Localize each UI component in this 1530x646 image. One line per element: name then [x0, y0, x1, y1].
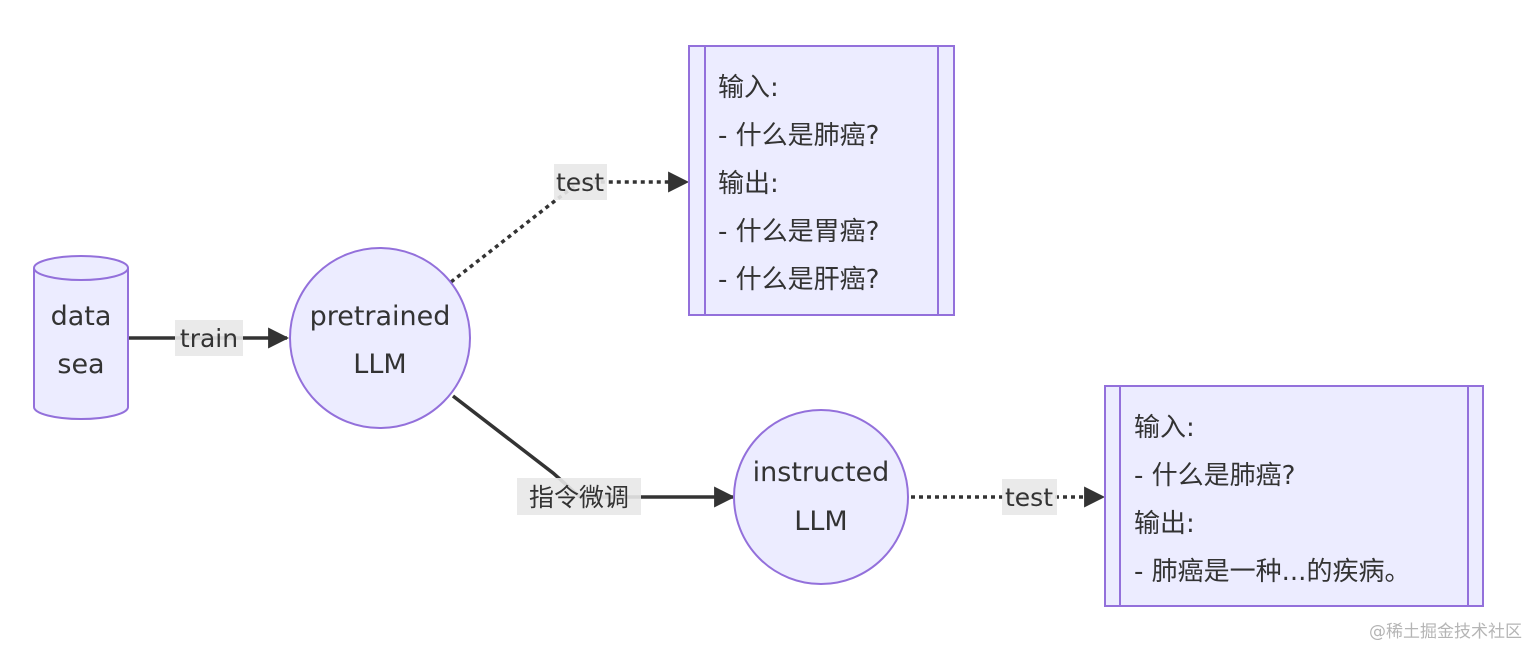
box-pretrained-output-line-3: 输出: [718, 169, 779, 199]
box-instructed-output-line-1: 输入: [1134, 413, 1195, 443]
node-pretrained-llm-circle [289, 247, 471, 429]
box-instructed-output-line-4: - 肺癌是一种...的疾病。 [1134, 557, 1410, 587]
node-pretrained-llm-line-2: LLM [353, 349, 406, 380]
node-instructed-llm-circle [733, 409, 909, 585]
edge-test-top-label: test [556, 168, 604, 197]
box-instructed-output-line-3: 输出: [1134, 509, 1195, 539]
edge-train-label-bg [175, 320, 243, 356]
edge-test-top-label-bg [554, 164, 607, 200]
edge-train-label: train [180, 324, 238, 353]
edge-finetune: 指令微调 [451, 394, 736, 515]
node-data-sea[interactable]: data sea [33, 255, 129, 420]
box-pretrained-output-line-1: 输入: [718, 73, 779, 103]
node-data-sea-line-2: sea [57, 349, 104, 380]
node-instructed-llm-line-2: LLM [794, 506, 847, 537]
node-instructed-llm-line-1: instructed [753, 457, 890, 488]
node-instructed-llm[interactable]: instructed LLM [733, 409, 909, 585]
box-pretrained-output[interactable]: 输入: - 什么是肺癌? 输出: - 什么是胃癌? - 什么是肝癌? [688, 45, 955, 316]
edge-finetune-label-bg [517, 478, 641, 515]
box-pretrained-output-line-2: - 什么是肺癌? [718, 121, 879, 151]
watermark: @稀土掘金技术社区 [1369, 622, 1522, 642]
edge-test-bottom: test [911, 479, 1106, 515]
box-pretrained-output-rect [688, 45, 955, 316]
box-instructed-output-line-2: - 什么是肺癌? [1134, 461, 1295, 491]
edge-train: train [129, 320, 290, 356]
edge-test-top-line [449, 171, 690, 284]
box-instructed-output[interactable]: 输入: - 什么是肺癌? 输出: - 肺癌是一种...的疾病。 [1104, 385, 1484, 607]
edge-test-bottom-label: test [1005, 483, 1053, 512]
node-data-sea-line-1: data [51, 301, 112, 332]
node-pretrained-llm[interactable]: pretrained LLM [289, 247, 471, 429]
box-pretrained-output-line-4: - 什么是胃癌? [718, 217, 879, 247]
cylinder-body [33, 268, 129, 420]
edge-test-top: test [449, 164, 690, 284]
cylinder-top [33, 255, 129, 281]
edge-finetune-label: 指令微调 [529, 483, 629, 512]
edge-test-bottom-label-bg [1002, 479, 1057, 515]
box-instructed-output-rect [1104, 385, 1484, 607]
box-pretrained-output-line-5: - 什么是肝癌? [718, 265, 879, 295]
node-pretrained-llm-line-1: pretrained [310, 301, 451, 332]
